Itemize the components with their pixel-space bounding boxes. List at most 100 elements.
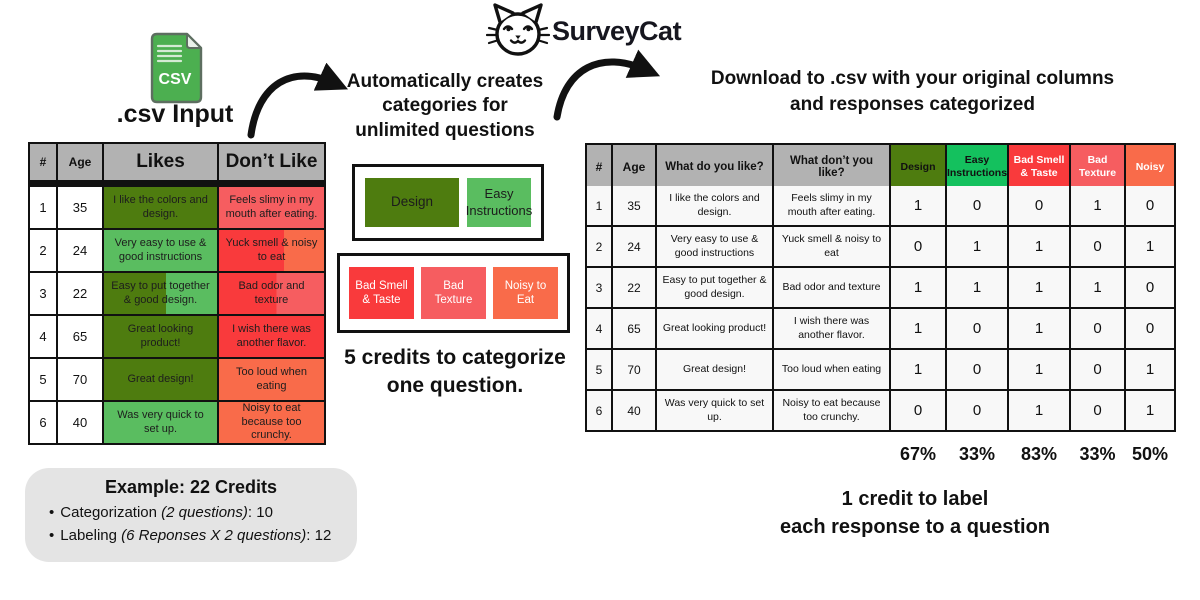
- category-percentage: 67%: [899, 444, 937, 464]
- age-cell: 35: [58, 187, 102, 228]
- row-number-cell: 5: [587, 350, 611, 389]
- like-response-cell: Great design!: [657, 350, 772, 389]
- dont-response-cell: Bad odor and texture: [774, 268, 889, 307]
- label-value-cell: 1: [1071, 186, 1124, 225]
- dont-like-response-cell: I wish there was another flavor.: [219, 316, 324, 357]
- likes-response-cell: Great design!: [104, 359, 217, 400]
- label-value-cell: 0: [947, 391, 1007, 430]
- auto-categories-heading: Automatically creates categories for unl…: [336, 70, 554, 143]
- percent-row-spacer: [657, 444, 772, 465]
- age-cell: 70: [58, 359, 102, 400]
- output-table-header-cell: #: [587, 145, 611, 189]
- row-number-cell: 1: [30, 187, 56, 228]
- label-value-cell: 1: [1009, 350, 1069, 389]
- arrow-csv-to-categories: [247, 62, 349, 139]
- category-percentage: 83%: [1020, 444, 1058, 464]
- like-response-cell: Very easy to use & good instructions: [657, 227, 772, 266]
- age-cell: 40: [58, 402, 102, 443]
- category-header-cell: Design: [891, 145, 945, 189]
- age-cell: 35: [613, 186, 655, 225]
- heading-line: categories for: [382, 95, 508, 117]
- label-value-cell: 0: [947, 309, 1007, 348]
- age-cell: 65: [58, 316, 102, 357]
- category-chip: Bad Smell & Taste: [349, 267, 414, 319]
- likes-response-cell: Was very quick to set up.: [104, 402, 217, 443]
- row-number-cell: 2: [587, 227, 611, 266]
- heading-line: unlimited questions: [355, 119, 535, 141]
- arrow-categories-to-output: [553, 49, 661, 121]
- category-header-cell: Noisy: [1126, 145, 1174, 189]
- brand-name: SurveyCat: [552, 15, 682, 46]
- label-value-cell: 0: [1009, 186, 1069, 225]
- label-value-cell: 1: [1126, 391, 1174, 430]
- dont-response-cell: Too loud when eating: [774, 350, 889, 389]
- category-chip: Bad Texture: [421, 267, 486, 319]
- csv-icon-label: CSV: [159, 71, 192, 88]
- label-value-cell: 1: [1126, 227, 1174, 266]
- category-percentage: 33%: [1079, 444, 1116, 464]
- dont-like-response-cell: Yuck smell & noisy to eat: [219, 230, 324, 271]
- heading-line: and responses categorized: [790, 93, 1035, 115]
- note-line: 1 credit to label: [841, 488, 989, 510]
- bullet-icon: •: [49, 526, 55, 544]
- category-chip: Easy Instructions: [466, 178, 532, 227]
- download-heading: Download to .csv with your original colu…: [660, 66, 1165, 117]
- label-value-cell: 1: [1009, 227, 1069, 266]
- age-cell: 24: [613, 227, 655, 266]
- label-value-cell: 1: [891, 350, 945, 389]
- category-chip: Design: [365, 178, 459, 227]
- age-cell: 24: [58, 230, 102, 271]
- example-item: •Labeling (6 Reponses X 2 questions): 12: [49, 526, 332, 544]
- dont-like-response-cell: Noisy to eat because too crunchy.: [219, 402, 324, 443]
- output-table-header-cell: What don’t you like?: [774, 145, 889, 189]
- dont-response-cell: Noisy to eat because too crunchy.: [774, 391, 889, 430]
- label-value-cell: 0: [1126, 186, 1174, 225]
- likes-response-cell: Very easy to use & good instructions: [104, 230, 217, 271]
- category-percentages-row: 67%33%83%33%50%: [587, 444, 1174, 465]
- heading-line: Automatically creates: [346, 71, 544, 92]
- label-value-cell: 0: [1126, 268, 1174, 307]
- likes-response-cell: Great looking product!: [104, 316, 217, 357]
- label-value-cell: 1: [1126, 350, 1174, 389]
- dont-like-response-cell: Too loud when eating: [219, 359, 324, 400]
- heading-line: Download to .csv with your original colu…: [710, 68, 1115, 89]
- surveycat-logo: SurveyCat: [486, 2, 682, 60]
- row-number-cell: 1: [587, 186, 611, 225]
- label-value-cell: 1: [947, 227, 1007, 266]
- label-value-cell: 0: [947, 350, 1007, 389]
- label-value-cell: 0: [891, 391, 945, 430]
- csv-input-title: .csv Input: [116, 100, 234, 128]
- dont-response-cell: Feels slimy in my mouth after eating.: [774, 186, 889, 225]
- note-line: 5 credits to categorize: [344, 346, 566, 369]
- input-table-header-cell: Likes: [104, 144, 217, 180]
- note-line: each response to a question: [779, 516, 1051, 538]
- row-number-cell: 6: [587, 391, 611, 430]
- label-value-cell: 1: [947, 268, 1007, 307]
- category-header-cell: Easy Instructions: [947, 145, 1007, 189]
- note-line: one question.: [386, 374, 524, 398]
- likes-response-cell: Easy to put together & good design.: [104, 273, 217, 314]
- age-cell: 70: [613, 350, 655, 389]
- category-chip: Noisy to Eat: [493, 267, 558, 319]
- dont-like-response-cell: Feels slimy in my mouth after eating.: [219, 187, 324, 228]
- bullet-icon: •: [49, 504, 55, 521]
- example-credits-box: Example: 22 Credits •Categorization (2 q…: [25, 468, 357, 562]
- category-percentage: 33%: [958, 444, 996, 464]
- age-cell: 65: [613, 309, 655, 348]
- row-number-cell: 4: [30, 316, 56, 357]
- label-value-cell: 0: [891, 227, 945, 266]
- label-value-cell: 0: [1071, 391, 1124, 430]
- label-value-cell: 0: [947, 186, 1007, 225]
- label-value-cell: 1: [891, 268, 945, 307]
- label-value-cell: 1: [1009, 268, 1069, 307]
- row-number-cell: 4: [587, 309, 611, 348]
- row-number-cell: 5: [30, 359, 56, 400]
- row-number-cell: 6: [30, 402, 56, 443]
- row-number-cell: 3: [30, 273, 56, 314]
- cat-icon: [486, 3, 550, 56]
- like-response-cell: I like the colors and design.: [657, 186, 772, 225]
- age-cell: 40: [613, 391, 655, 430]
